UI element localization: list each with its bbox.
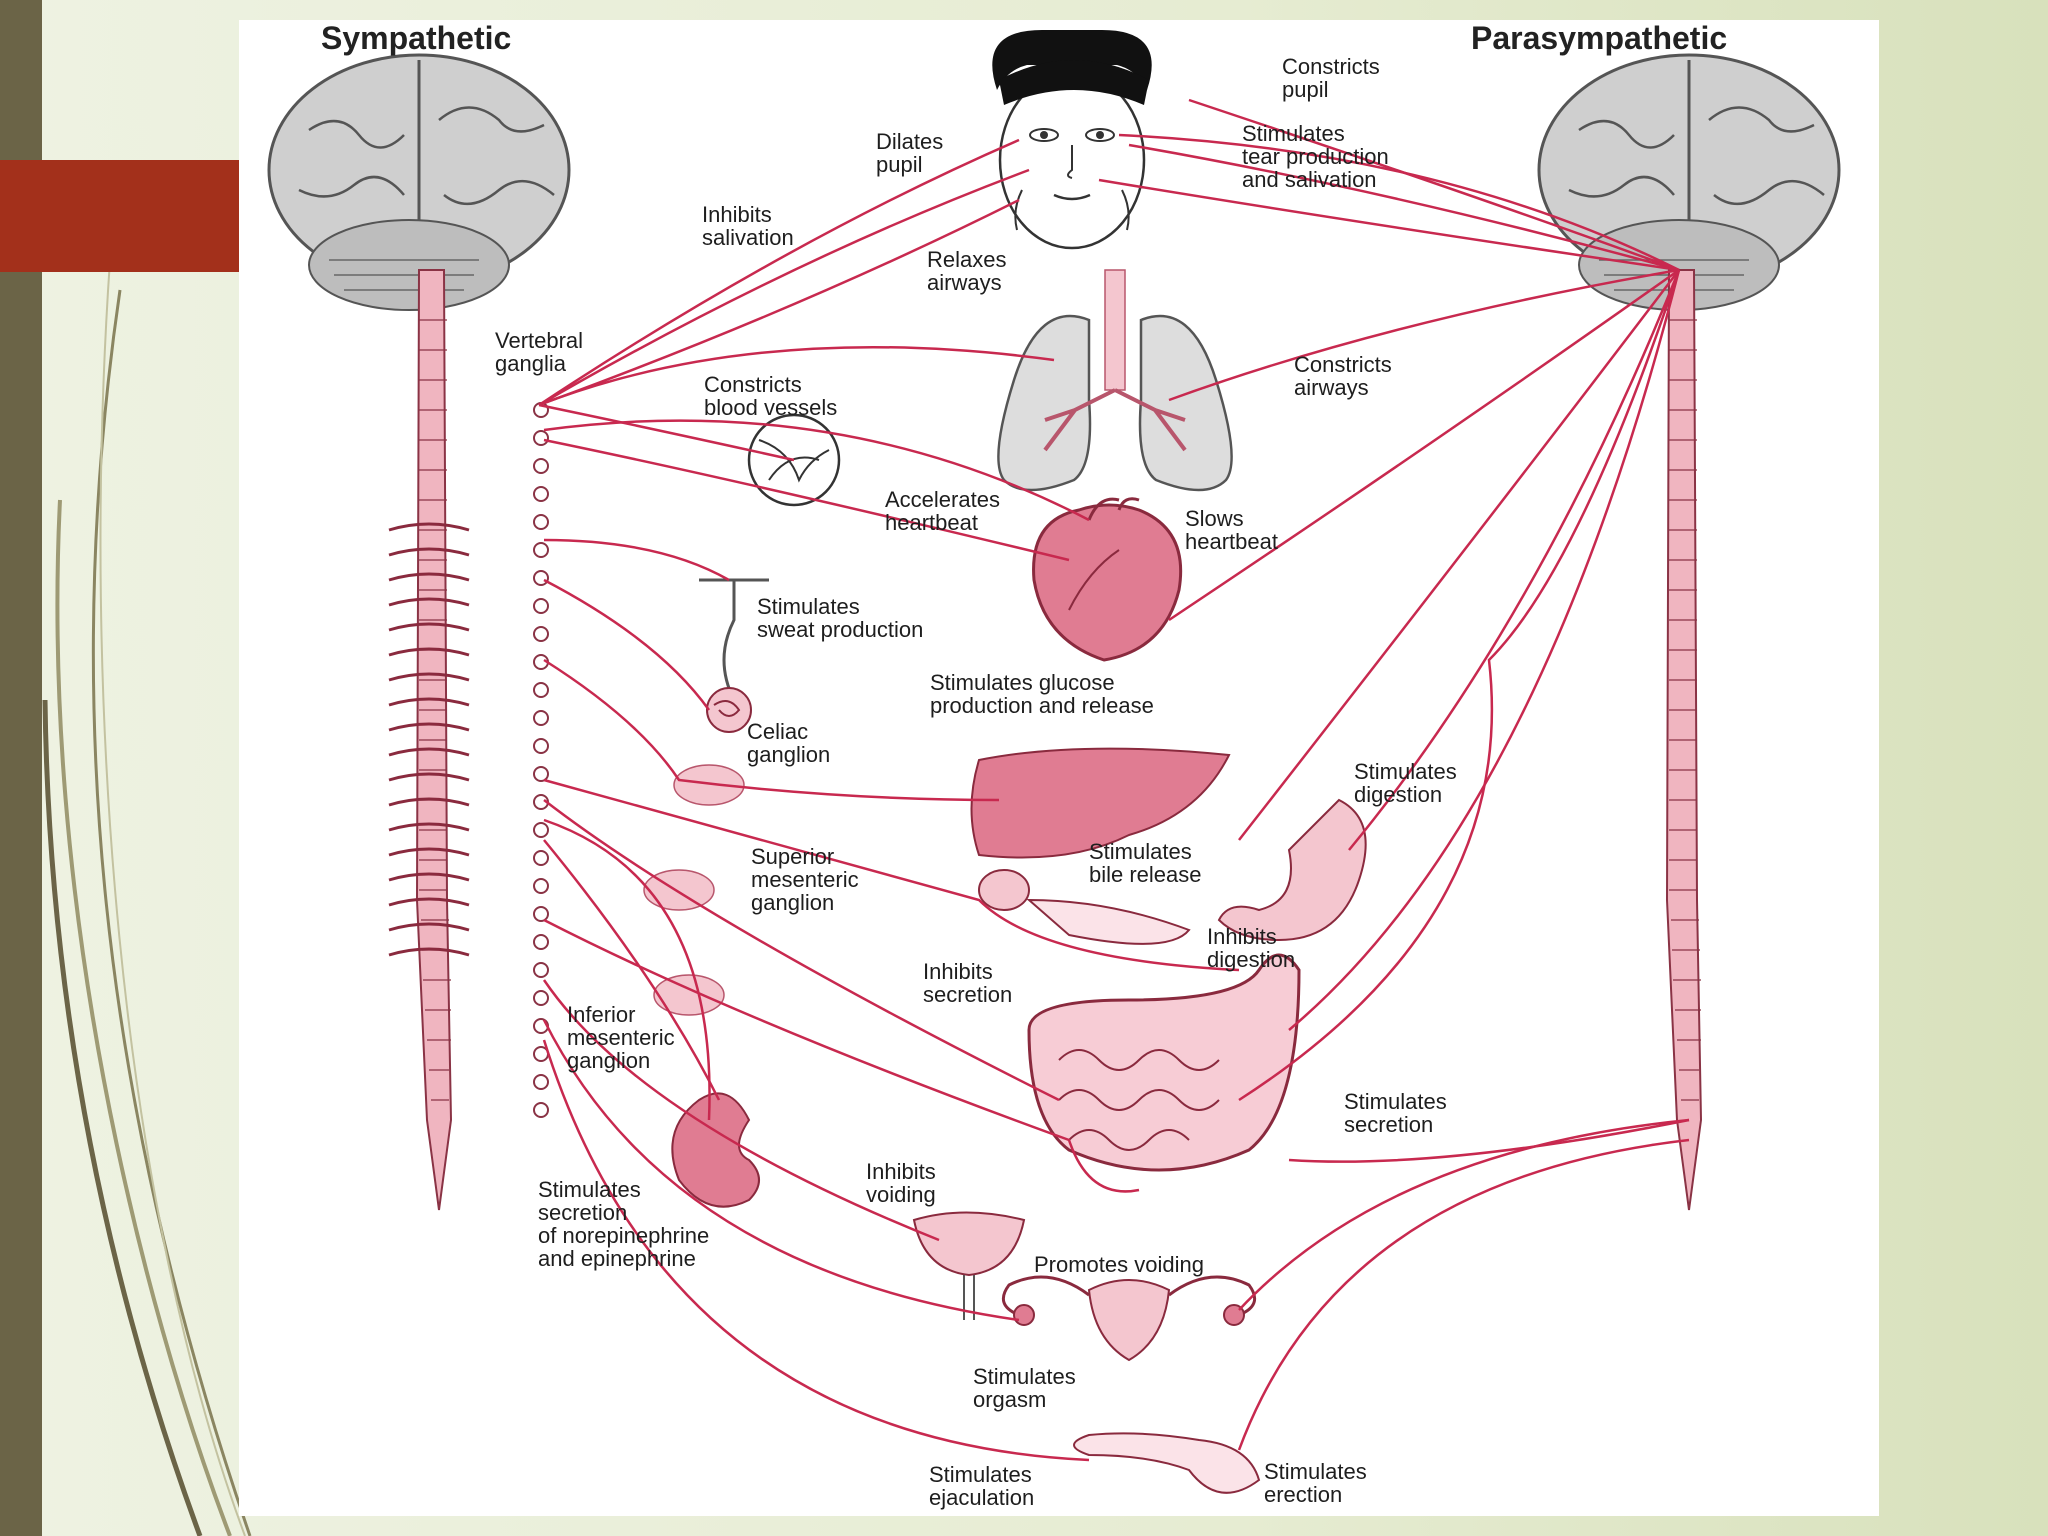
label-stimulates-digestion: Stimulates digestion [1354,759,1457,807]
label-stimulates-glucose: Stimulates glucose production and releas… [930,670,1154,718]
header-sympathetic: Sympathetic [321,20,512,56]
penis-icon [1073,1432,1261,1494]
label-inferior-mesenteric: Inferior mesenteric ganglion [567,1002,675,1073]
label-superior-mesenteric: Superior mesenteric ganglion [751,844,859,915]
label-stimulates-erection: Stimulates erection [1264,1459,1367,1507]
label-inhibits-secretion: Inhibits secretion [923,959,1013,1007]
inferior-mesenteric-ganglion-icon [653,974,725,1016]
label-stimulates-tear: Stimulates tear production and salivatio… [1242,121,1389,192]
bladder-icon [912,1211,1026,1320]
brain-icon [267,53,571,311]
label-relaxes-airways: Relaxes airways [927,247,1007,295]
decorative-swoosh [42,259,252,1536]
face-icon [992,30,1152,250]
label-slows-heartbeat: Slows heartbeat [1185,506,1278,554]
label-stimulates-norepinephrine: Stimulates secretion of norepinephrine a… [538,1177,710,1271]
label-celiac-ganglion: Celiac ganglion [747,719,831,767]
label-promotes-voiding: Promotes voiding [1034,1252,1204,1277]
label-stimulates-sweat: Stimulates sweat production [757,594,924,642]
label-constricts-pupil: Constricts pupil [1282,54,1380,102]
brain-icon [1537,53,1841,311]
label-constricts-blood-vessels: Constricts blood vessels [704,372,838,420]
sweat-gland-icon [699,578,769,733]
kidney-icon [671,1092,760,1208]
label-inhibits-digestion: Inhibits digestion [1207,924,1296,972]
vertebral-ganglia-beads [533,402,549,1118]
label-inhibits-voiding: Inhibits voiding [866,1159,936,1207]
label-stimulates-bile: Stimulates bile release [1089,839,1202,887]
label-dilates-pupil: Dilates pupil [876,129,944,177]
uterus-icon [1001,1275,1257,1362]
label-inhibits-salivation: Inhibits salivation [702,202,794,250]
stomach-icon [1217,798,1367,942]
liver-icon [970,747,1231,859]
heart-icon [1032,497,1183,662]
label-stimulates-secretion: Stimulates secretion [1344,1089,1447,1137]
intestines-icon [1027,953,1301,1172]
label-stimulates-ejaculation: Stimulates ejaculation [929,1462,1035,1510]
header-parasympathetic: Parasympathetic [1471,20,1728,56]
label-accelerates-heartbeat: Accelerates heartbeat [885,487,1000,535]
lungs-icon [997,269,1233,492]
celiac-ganglion-icon [673,764,745,806]
label-vertebral-ganglia: Vertebral ganglia [495,328,584,376]
gallbladder-icon [978,869,1191,945]
label-stimulates-orgasm: Stimulates orgasm [973,1364,1076,1412]
diagram-panel: Sympathetic Parasympathetic Constricts p… [239,20,1879,1516]
label-constricts-airways: Constricts airways [1294,352,1392,400]
nerve-pathways [538,98,1690,1462]
diagram-canvas [267,30,1841,1494]
sympathetic-chain [388,522,470,957]
title-accent-tab [0,160,240,272]
